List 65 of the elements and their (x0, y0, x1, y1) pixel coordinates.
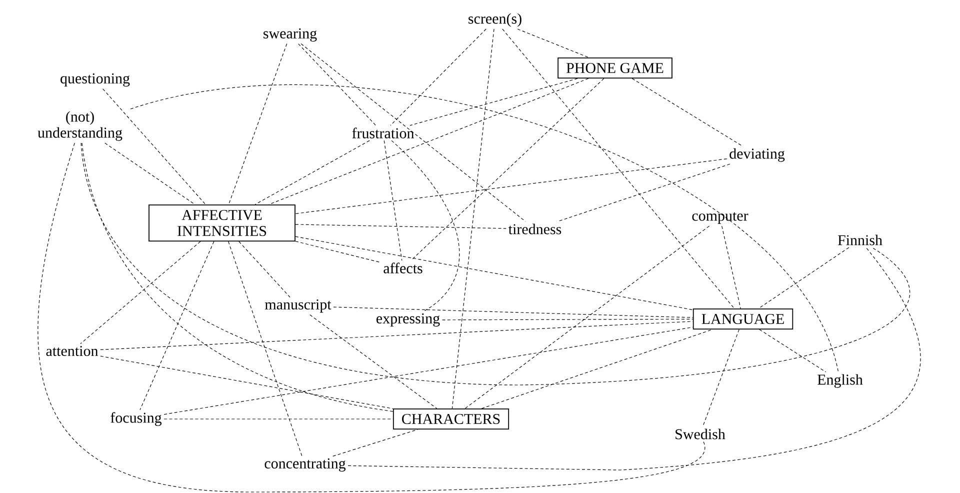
concept-label: screen(s) (468, 13, 522, 27)
concept-label: computer (692, 212, 748, 224)
connector-line (391, 140, 460, 312)
concept-label: affects (384, 262, 422, 274)
connector-line (228, 44, 288, 205)
connector-line (632, 78, 743, 146)
connector-line (502, 28, 735, 309)
concept-label: Finnish (838, 234, 882, 246)
connector-line (104, 142, 196, 205)
connector-line (481, 329, 713, 409)
connector-line (164, 418, 394, 420)
concept-label: frustration (352, 128, 414, 138)
connector-line (295, 224, 506, 229)
connector-line (410, 78, 578, 126)
concept-label: questioning (60, 73, 130, 87)
connector-line (759, 329, 826, 372)
connector-line (390, 28, 486, 126)
concept-label: manuscript (265, 299, 332, 313)
connector-line (310, 314, 438, 409)
connector-line (557, 164, 730, 222)
connector-line (298, 44, 376, 126)
connector-line (38, 142, 705, 492)
concept-label: deviating (730, 148, 785, 162)
connector-line (722, 226, 741, 309)
concept-label: swearing (264, 28, 317, 42)
connector-line (333, 306, 694, 318)
connector-line (758, 247, 850, 309)
connector-line (164, 326, 694, 415)
connector-line (82, 142, 394, 412)
connector-line (452, 28, 494, 409)
concept-label: expressing (376, 313, 440, 327)
connector-line (80, 241, 201, 344)
concept-box: CHARACTERS (392, 408, 510, 430)
connector-line (295, 240, 382, 263)
connector-line (464, 226, 710, 409)
concept-label: concentrating (264, 458, 346, 472)
concept-box: LANGUAGE (692, 308, 794, 330)
concept-box: AFFECTIVE INTENSITIES (148, 204, 296, 242)
connector-line (332, 429, 418, 457)
concept-box: PHONE GAME (558, 58, 672, 78)
connector-line (268, 78, 589, 205)
connector-line (130, 84, 839, 372)
connector-line (348, 247, 920, 470)
connector-line (102, 88, 206, 205)
connector-line (295, 158, 728, 214)
connector-line (140, 241, 214, 410)
connector-line (517, 28, 590, 58)
connector-line (410, 78, 604, 261)
connector-line (442, 318, 694, 320)
connector-line (295, 236, 694, 310)
concept-label: attention (46, 346, 98, 356)
connector-line (384, 140, 402, 261)
connector-line (300, 44, 526, 222)
connector-line (238, 241, 290, 298)
connector-line (100, 321, 694, 350)
connector-line (80, 142, 910, 386)
concept-label: (not) understanding (38, 111, 122, 141)
concept-label: tiredness (508, 224, 562, 234)
connector-line (100, 356, 394, 409)
concept-label: Swedish (676, 428, 726, 440)
connector-line (228, 241, 302, 457)
connector-line (702, 329, 740, 427)
concept-label: focusing (110, 412, 162, 426)
connector-line (254, 140, 370, 205)
concept-label: English (818, 374, 863, 388)
